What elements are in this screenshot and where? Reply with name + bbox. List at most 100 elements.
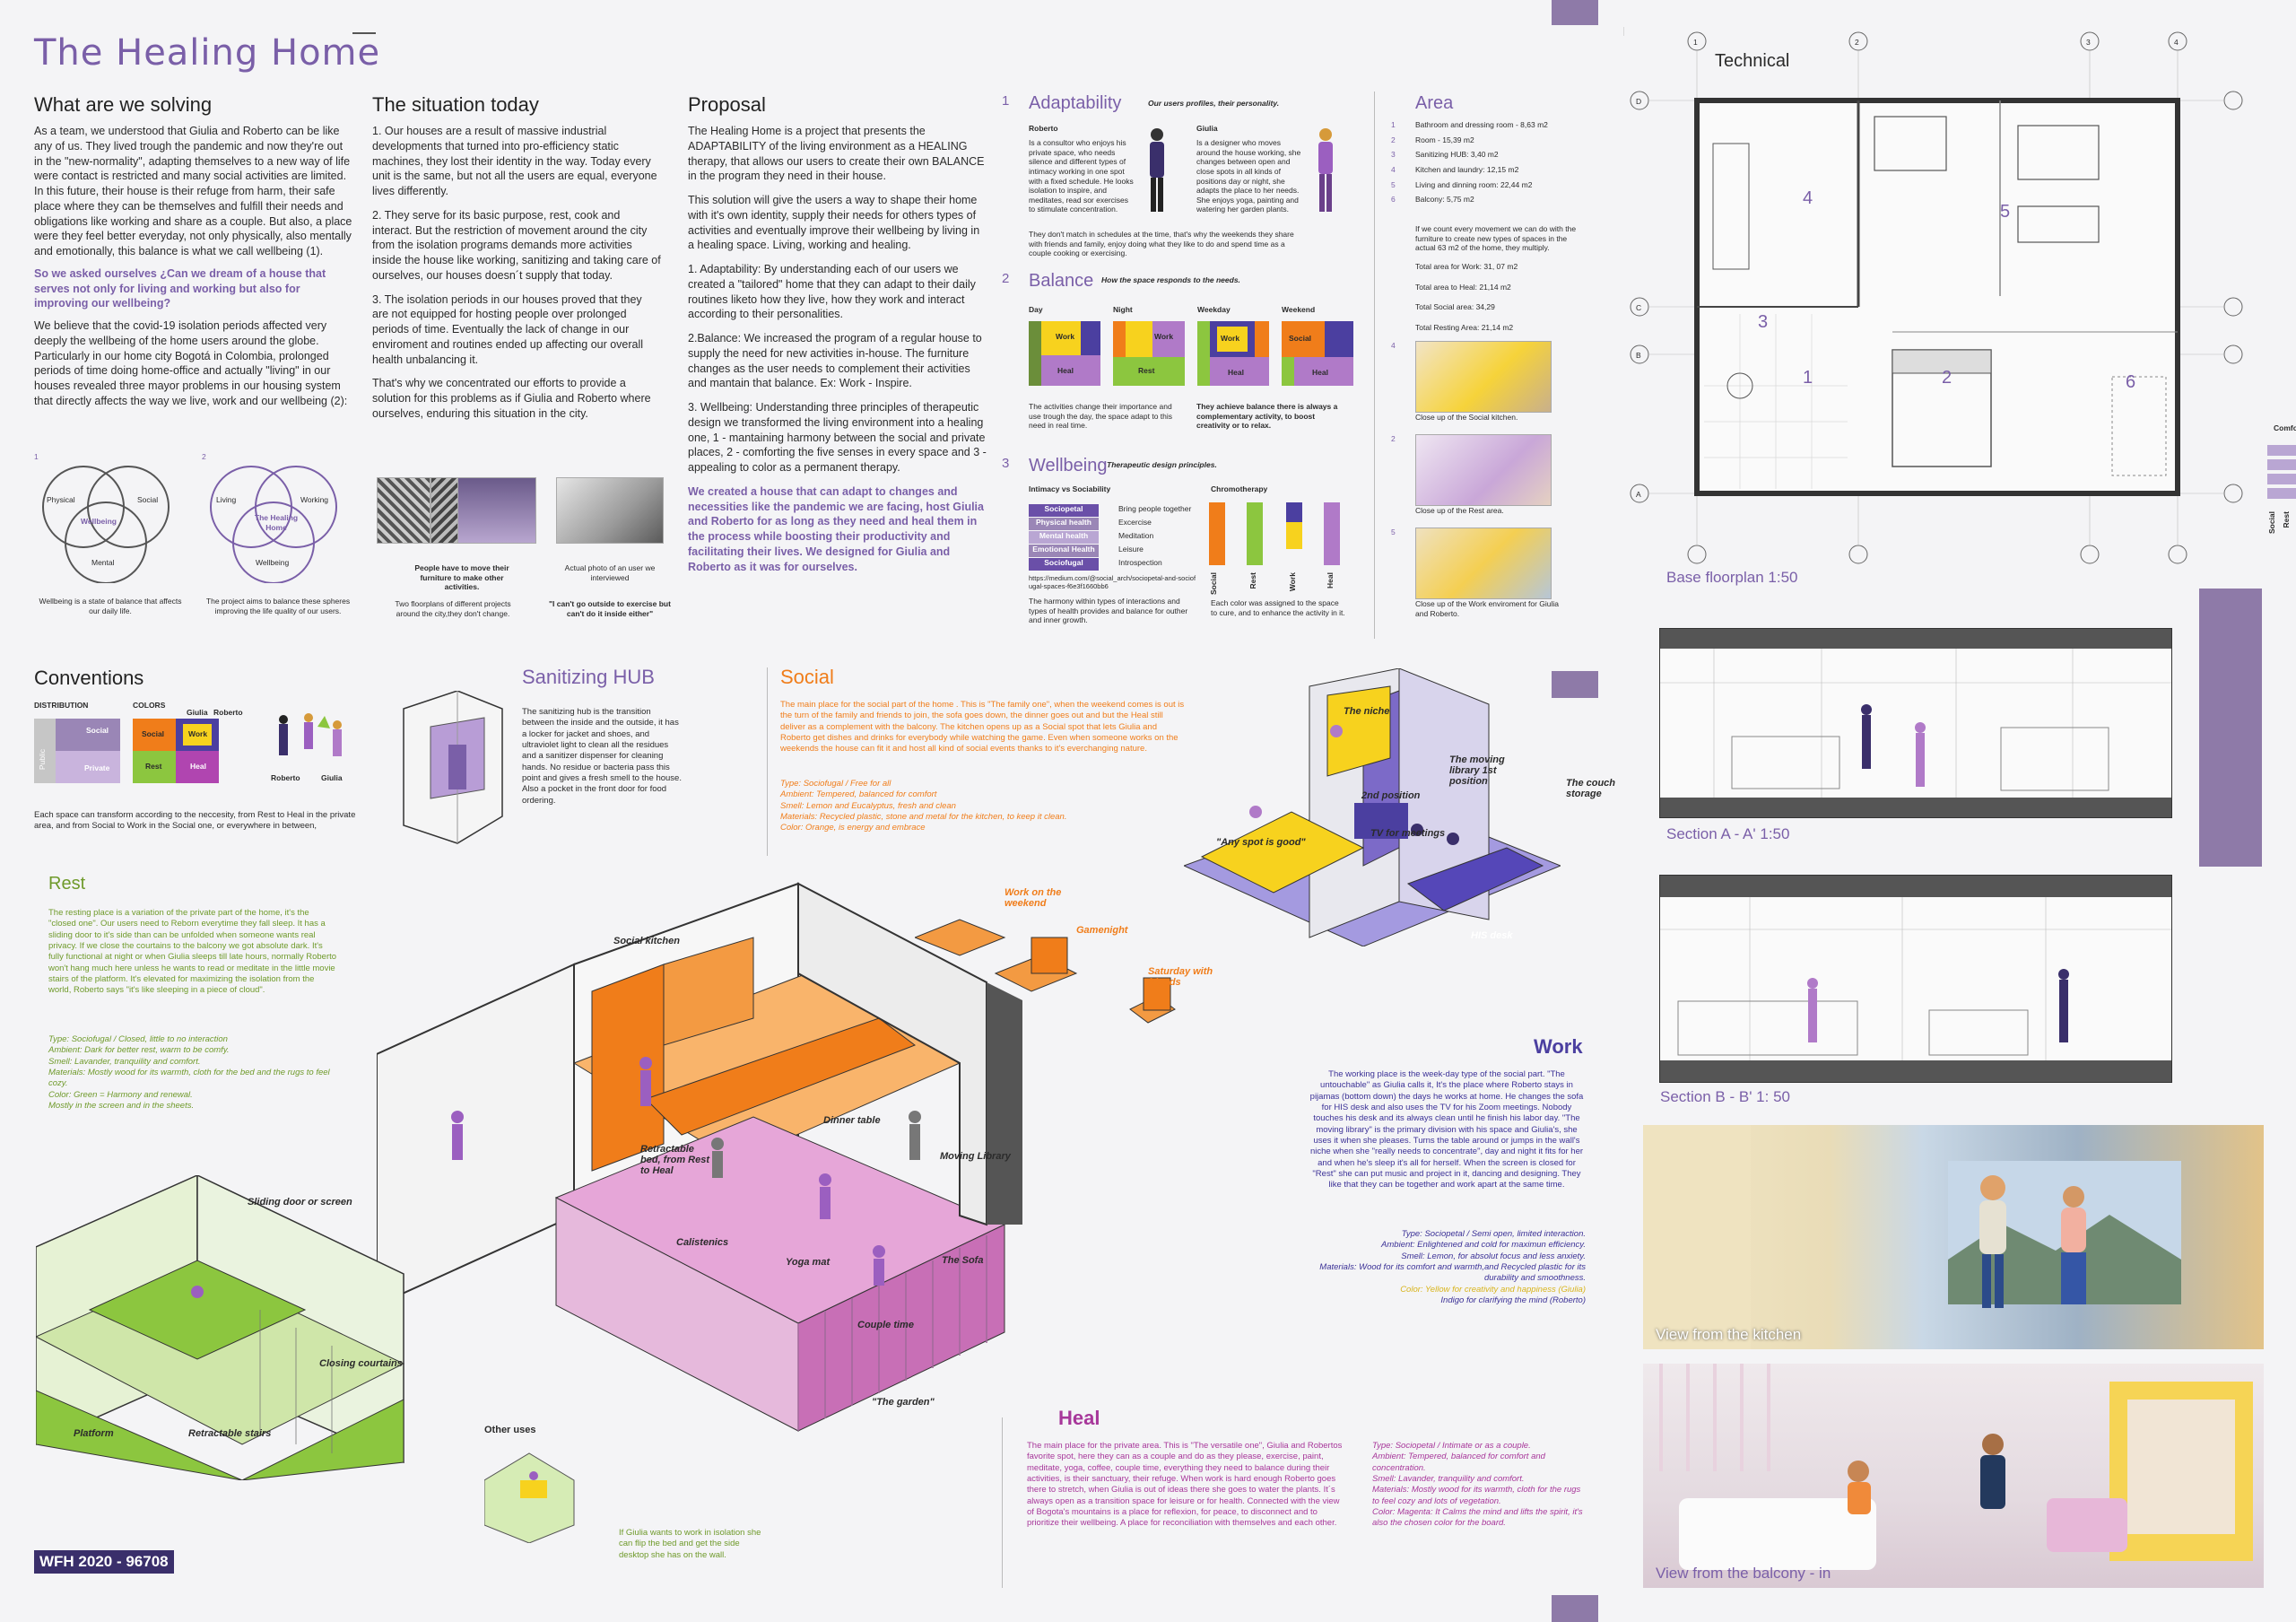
main-axonometric: Social kitchen Dinner table Moving Libra… xyxy=(376,875,1184,1440)
heal-color: Color: Magenta: It Calms the mind and li… xyxy=(1372,1507,1583,1529)
social-text: The main place for the social part of th… xyxy=(780,700,1185,754)
balance-night-rest: Rest xyxy=(1138,366,1155,375)
heal-specs: Type: Sociopetal / Intimate or as a coup… xyxy=(1372,1441,1587,1530)
comfort-social: Social xyxy=(2267,511,2276,535)
view-kitchen-image: View from the kitchen xyxy=(1643,1125,2264,1349)
venn2-b: Working xyxy=(300,495,329,504)
heal-type: Type: Sociopetal / Intimate or as a coup… xyxy=(1372,1441,1531,1451)
situation-p2: 2. They serve for its basic purpose, res… xyxy=(372,208,661,282)
area-photo-caption: Close up of the Rest area. xyxy=(1415,506,1504,515)
conv-color-rest: Rest xyxy=(145,762,162,771)
room-1: 1 xyxy=(1803,368,1813,388)
area-item-label: Room - 15,39 m2 xyxy=(1415,135,1474,144)
area-item-num: 1 xyxy=(1391,120,1396,129)
adapt-num: 1 xyxy=(1002,93,1010,109)
floorplan-photo-3 xyxy=(457,477,536,544)
area-photo xyxy=(1415,341,1552,413)
other-uses-image xyxy=(483,1444,583,1544)
conv-color-work: Work xyxy=(188,729,208,738)
area-photo-num: 2 xyxy=(1391,434,1396,443)
balance-note1: The activities change their importance a… xyxy=(1029,402,1173,431)
adapt-roberto-text: Is a consultor who enjoys his private sp… xyxy=(1029,138,1134,214)
technical-heading: Technical xyxy=(1715,51,1790,71)
hub-heading: Sanitizing HUB xyxy=(522,666,655,688)
chromo-social: Social xyxy=(1209,572,1218,596)
rest-color2: Mostly in the screen and in the sheets. xyxy=(48,1101,195,1112)
area-item-num: 5 xyxy=(1391,179,1396,189)
grid-side-c: C xyxy=(1636,303,1642,312)
wellbeing-note1: The harmony within types of interactions… xyxy=(1029,597,1188,625)
balance-weekday-work: Work xyxy=(1221,334,1240,343)
area-item-label: Living and dinning room: 22,44 m2 xyxy=(1415,179,1533,189)
conv-public: Public xyxy=(38,749,47,771)
social-type: Type: Sociofugal / Free for all xyxy=(780,779,891,789)
grid-top-3: 3 xyxy=(2086,38,2091,47)
social-smell: Smell: Lemon and Eucalyptus, fresh and c… xyxy=(780,800,956,811)
venn1-b: Social xyxy=(137,495,159,504)
wellbeing-bar: Mental health xyxy=(1029,531,1099,544)
label-social-kitchen: Social kitchen xyxy=(613,936,680,946)
page-title: The Healing Home xyxy=(34,32,381,74)
chromo-work: Work xyxy=(1288,572,1297,592)
room-3: 3 xyxy=(1758,312,1769,332)
area-item: 5 Living and dinning room: 22,44 m2 xyxy=(1391,180,1570,190)
divider-heal xyxy=(1002,1417,1003,1588)
social-color: Color: Orange, is energy and embrace xyxy=(780,823,926,833)
heal-heading: Heal xyxy=(1058,1407,1100,1429)
label-dinner-table: Dinner table xyxy=(823,1115,881,1126)
divider-area xyxy=(1374,92,1375,639)
label-gamenight: Gamenight xyxy=(1076,925,1128,936)
hub-text: The sanitizing hub is the transition bet… xyxy=(522,707,682,806)
interview-photo xyxy=(556,477,664,544)
room-4: 4 xyxy=(1803,188,1813,208)
adapt-sub: Our users profiles, their personality. xyxy=(1148,99,1280,108)
section-a-drawing xyxy=(1659,628,2172,818)
social-specs: Type: Sociofugal / Free for all Ambient:… xyxy=(780,779,1188,834)
situation-cap4: "I can't go outside to exercise but can'… xyxy=(549,599,671,618)
area-note: If we count every movement we can do wit… xyxy=(1415,224,1577,253)
area-photo-num: 4 xyxy=(1391,341,1396,350)
wellbeing-num: 3 xyxy=(1002,456,1010,471)
grid-side-b: B xyxy=(1636,351,1641,360)
grid-side-a: A xyxy=(1636,490,1641,499)
label-retractable-stairs: Retractable stairs xyxy=(188,1428,272,1439)
grid-top-2: 2 xyxy=(1855,38,1859,47)
label-other-uses: Other uses xyxy=(484,1425,536,1435)
venn1-caption: Wellbeing is a state of balance that aff… xyxy=(39,597,182,615)
conv-distribution-box: Public Social Private xyxy=(34,719,120,783)
venn-diagram-wellbeing: 1 Physical Social Wellbeing Mental Wellb… xyxy=(34,452,187,619)
rest-axonometric: Sliding door or screen Closing courtains… xyxy=(34,1173,413,1481)
grid-top-4: 4 xyxy=(2174,38,2179,47)
proposal-p1: The Healing Home is a project that prese… xyxy=(688,125,985,183)
other-uses-note: If Giulia wants to work in isolation she… xyxy=(619,1528,761,1560)
situation-cap3: Actual photo of an user we interviewed xyxy=(564,563,656,582)
room-2: 2 xyxy=(1942,368,1952,388)
right-edge-panel xyxy=(2199,589,2262,867)
situation-text: 1. Our houses are a result of massive in… xyxy=(372,124,661,422)
proposal-p5: 3. Wellbeing: Understanding three princi… xyxy=(688,401,987,474)
heal-smell: Smell: Lavander, tranquility and comfort… xyxy=(1372,1474,1525,1485)
label-closing-courtains: Closing courtains xyxy=(319,1358,403,1369)
label-sliding-door: Sliding door or screen xyxy=(248,1197,352,1208)
social-heading: Social xyxy=(780,666,834,688)
wellbeing-bar: Sociofugal xyxy=(1029,558,1099,571)
conv-note: Each space can transform according to th… xyxy=(34,810,356,832)
label-moving-library-1st: The moving library 1st position xyxy=(1449,754,1505,787)
rest-color: Color: Green = Harmony and renewal. xyxy=(48,1089,193,1100)
conventions-heading: Conventions xyxy=(34,667,144,689)
label-couch-storage: The couch storage xyxy=(1566,778,1616,799)
conv-dist-private: Private xyxy=(84,763,110,772)
rest-specs: Type: Sociofugal / Closed, little to no … xyxy=(48,1034,338,1112)
wellbeing-url[interactable]: https://medium.com/@social_arch/sociopet… xyxy=(1029,574,1196,591)
balance-night-box: Work Rest xyxy=(1113,321,1185,386)
view-balcony-label: View from the balcony - in xyxy=(1656,1565,1831,1582)
adapt-giulia-text: Is a designer who moves around the house… xyxy=(1196,138,1301,214)
venn2-caption: The project aims to balance these sphere… xyxy=(205,597,351,615)
rest-smell: Smell: Lavander, tranquility and comfort… xyxy=(48,1056,201,1067)
conv-dist-social: Social xyxy=(86,726,109,735)
chromo-rest: Rest xyxy=(1248,572,1257,589)
situation-p4: That's why we concentrated our efforts t… xyxy=(372,377,651,420)
